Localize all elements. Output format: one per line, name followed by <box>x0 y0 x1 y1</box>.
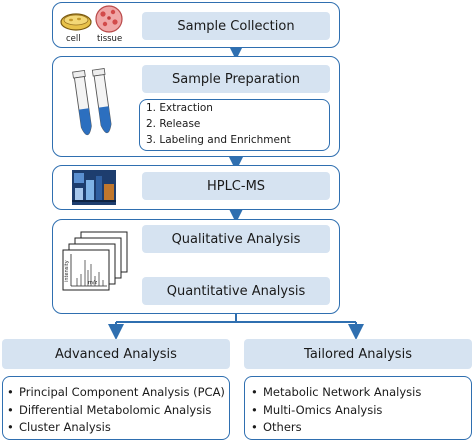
qualitative-analysis-box: Qualitative Analysis <box>142 225 330 253</box>
advanced-analysis-list: •Principal Component Analysis (PCA) •Dif… <box>2 376 230 440</box>
spectrum-x-axis-label: m/z <box>88 280 98 286</box>
list-item: •Principal Component Analysis (PCA) <box>7 385 225 399</box>
instrument-photo-icon <box>72 170 116 205</box>
test-tubes-icon <box>72 68 112 136</box>
cell-label: cell <box>66 34 81 44</box>
tissue-label: tissue <box>97 34 123 44</box>
spectrum-y-axis-label: intensity <box>64 260 70 282</box>
list-item: •Metabolic Network Analysis <box>251 385 422 399</box>
sample-preparation-panel: Sample Preparation 1. Extraction 2. Rele… <box>52 56 340 157</box>
branch-connector <box>116 314 356 323</box>
quantitative-analysis-box: Quantitative Analysis <box>142 277 330 305</box>
sample-collection-panel: cell tissue Sample Collection <box>52 2 340 48</box>
sample-collection-box: Sample Collection <box>142 12 330 40</box>
list-item: •Differential Metabolomic Analysis <box>7 403 212 417</box>
cell-dish-icon <box>60 13 92 31</box>
tailored-analysis-box: Tailored Analysis <box>244 339 472 369</box>
preparation-step: 2. Release <box>146 118 201 130</box>
preparation-steps-list: 1. Extraction 2. Release 3. Labeling and… <box>139 99 330 151</box>
tailored-analysis-list: •Metabolic Network Analysis •Multi-Omics… <box>244 376 472 440</box>
sample-preparation-box: Sample Preparation <box>142 65 330 93</box>
hplc-ms-box: HPLC-MS <box>142 172 330 200</box>
list-item: •Others <box>251 420 302 434</box>
preparation-step: 3. Labeling and Enrichment <box>146 134 291 146</box>
tissue-icon <box>95 5 123 33</box>
list-item: •Multi-Omics Analysis <box>251 403 383 417</box>
analysis-panel: intensity m/z Qualitative Analysis Quant… <box>52 219 340 314</box>
advanced-analysis-box: Advanced Analysis <box>2 339 230 369</box>
mass-spectra-stack-icon: intensity m/z <box>62 231 128 291</box>
list-item: •Cluster Analysis <box>7 420 111 434</box>
hplc-ms-panel: HPLC-MS <box>52 165 340 210</box>
preparation-step: 1. Extraction <box>146 102 213 114</box>
